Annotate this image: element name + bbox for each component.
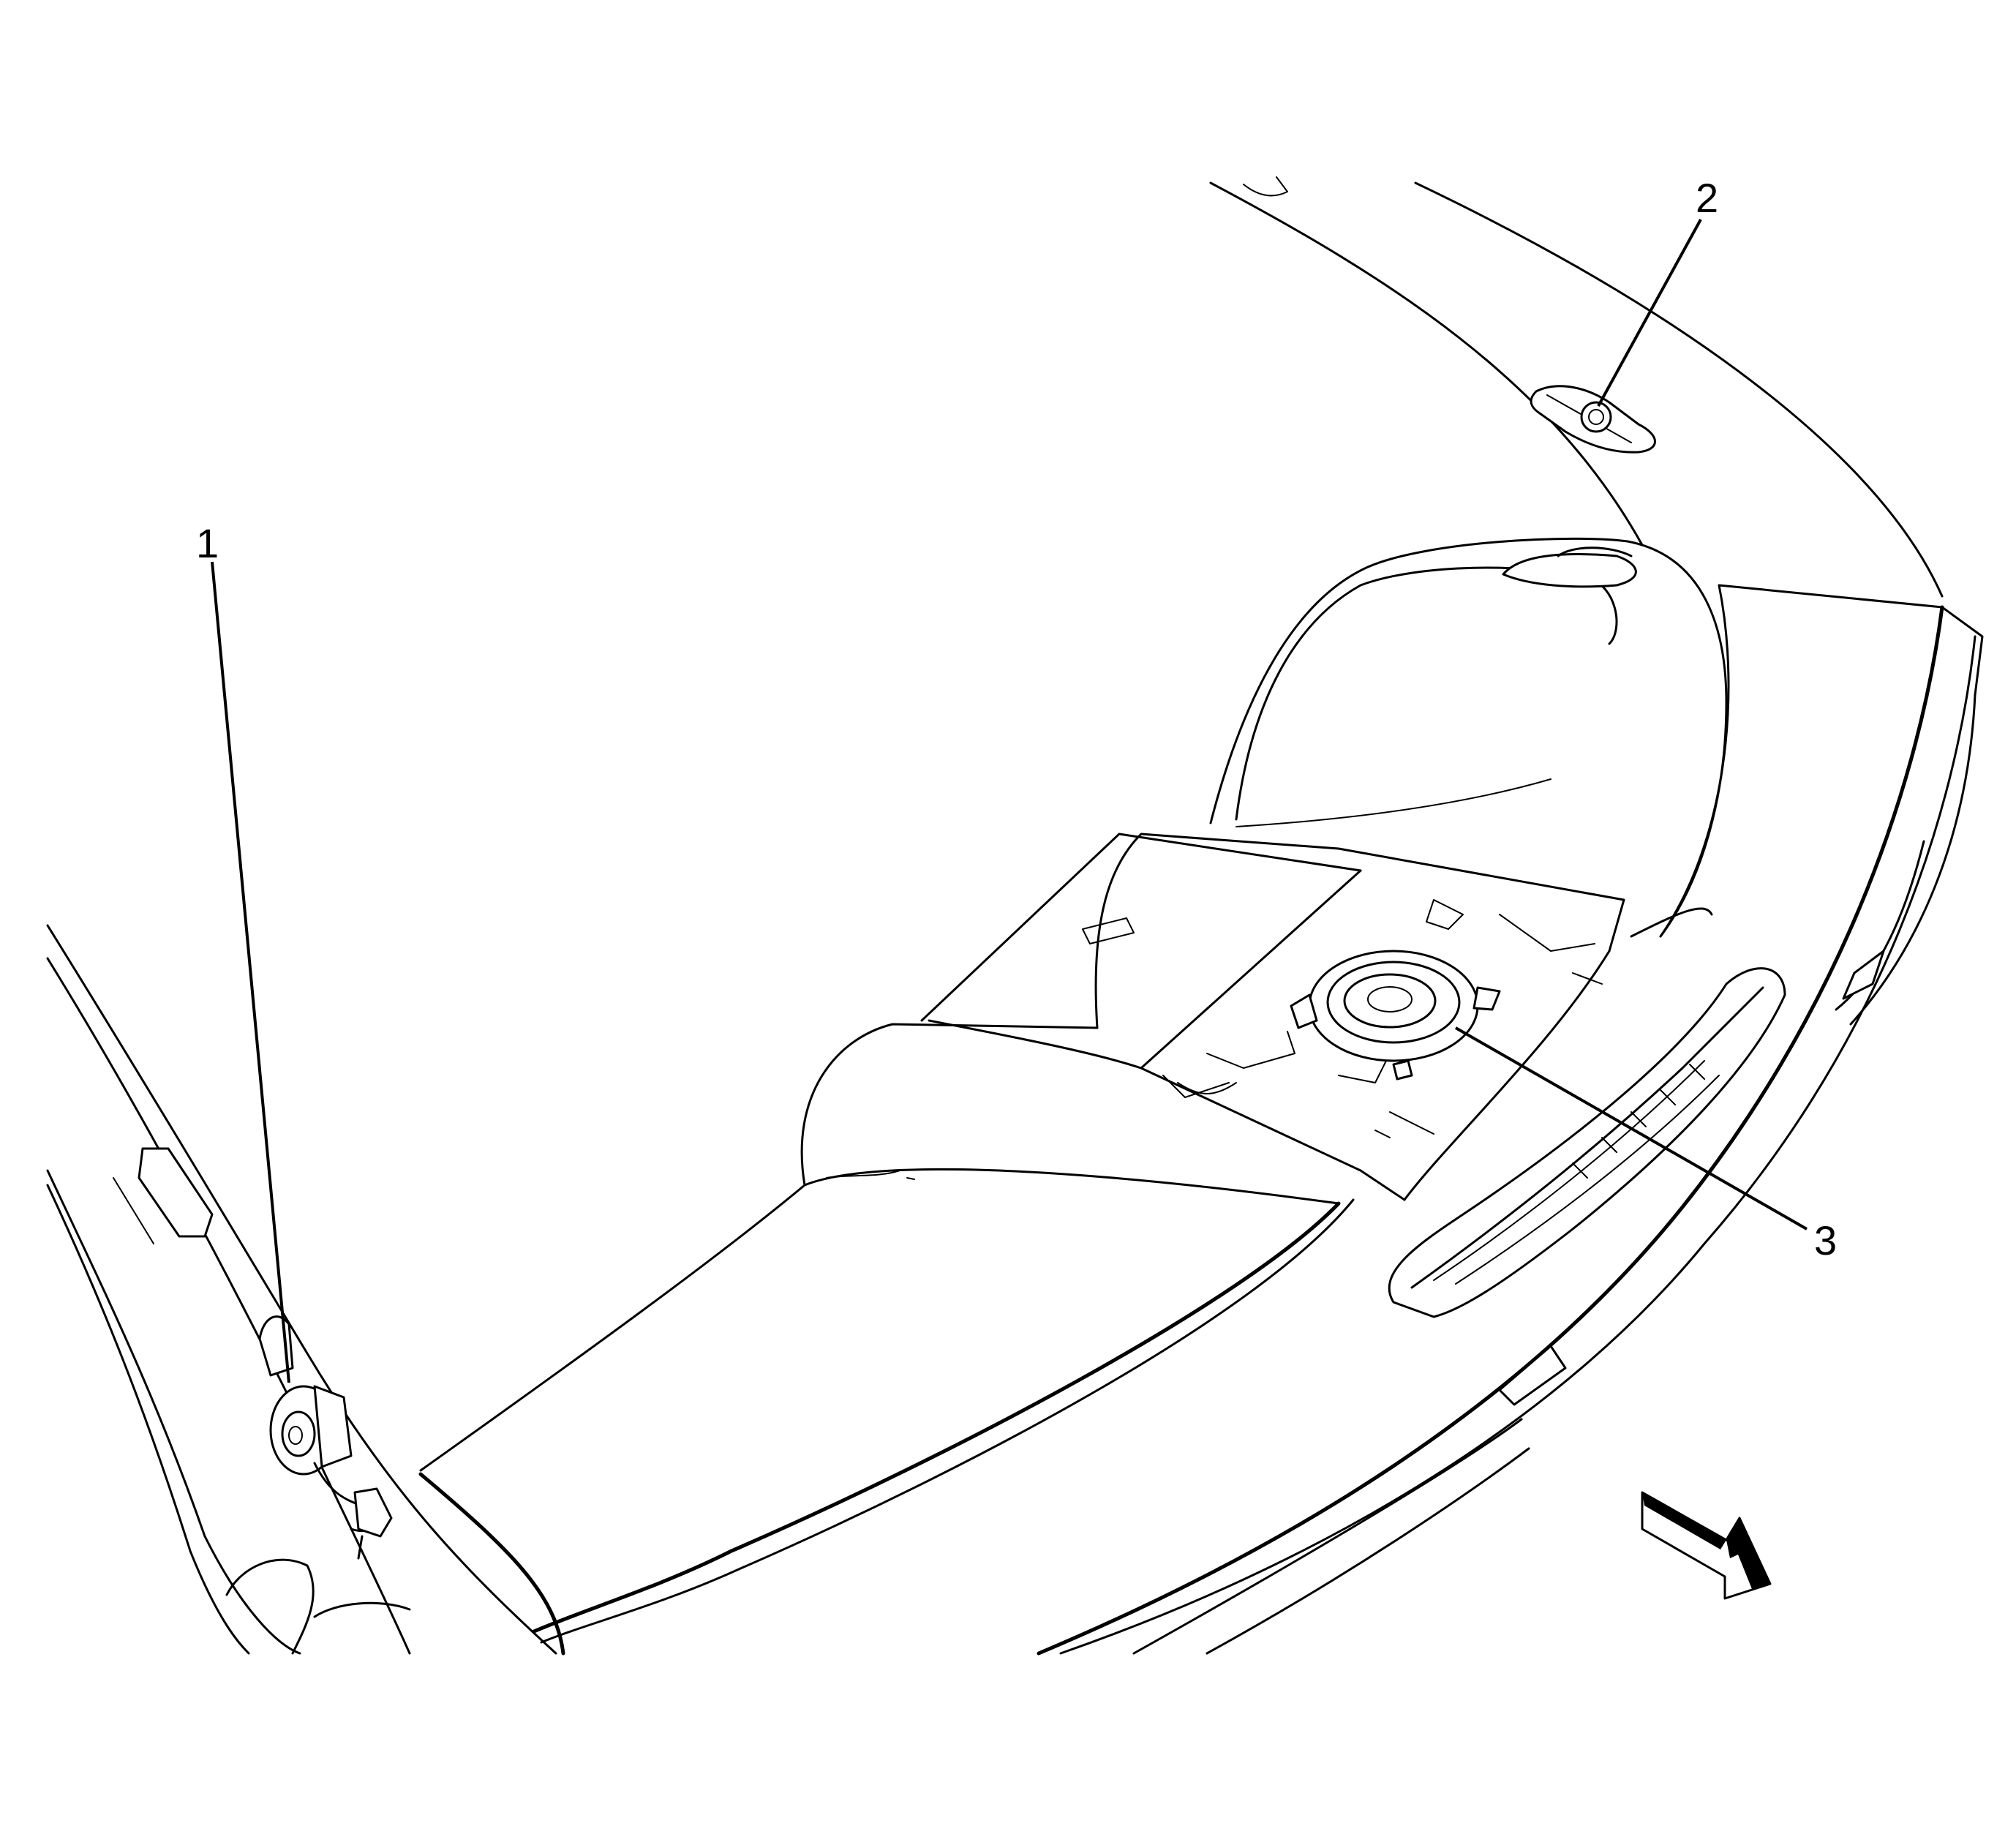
windshield-sensor <box>1530 385 1656 454</box>
right-dash-edge <box>1037 584 1984 1656</box>
cluster-hood <box>1209 537 1728 938</box>
left-speaker <box>258 1315 393 1560</box>
instrument-panel-pad <box>418 1023 1355 1656</box>
front-direction-arrow-icon <box>1641 1491 1772 1600</box>
leader-line-1 <box>211 561 290 1383</box>
callout-1: 1 <box>196 520 219 566</box>
windshield-edge <box>1209 176 1944 598</box>
center-speaker <box>1290 950 1501 1081</box>
leader-line-2 <box>1597 219 1702 407</box>
leader-line-3 <box>1455 1026 1808 1231</box>
leader-lines <box>211 219 1808 1383</box>
callout-3: 3 <box>1814 1217 1837 1263</box>
side-defrost-vent <box>1388 967 1786 1318</box>
left-door-panel <box>46 924 557 1655</box>
callout-2: 2 <box>1696 175 1718 221</box>
defrost-opening <box>920 833 1625 1201</box>
